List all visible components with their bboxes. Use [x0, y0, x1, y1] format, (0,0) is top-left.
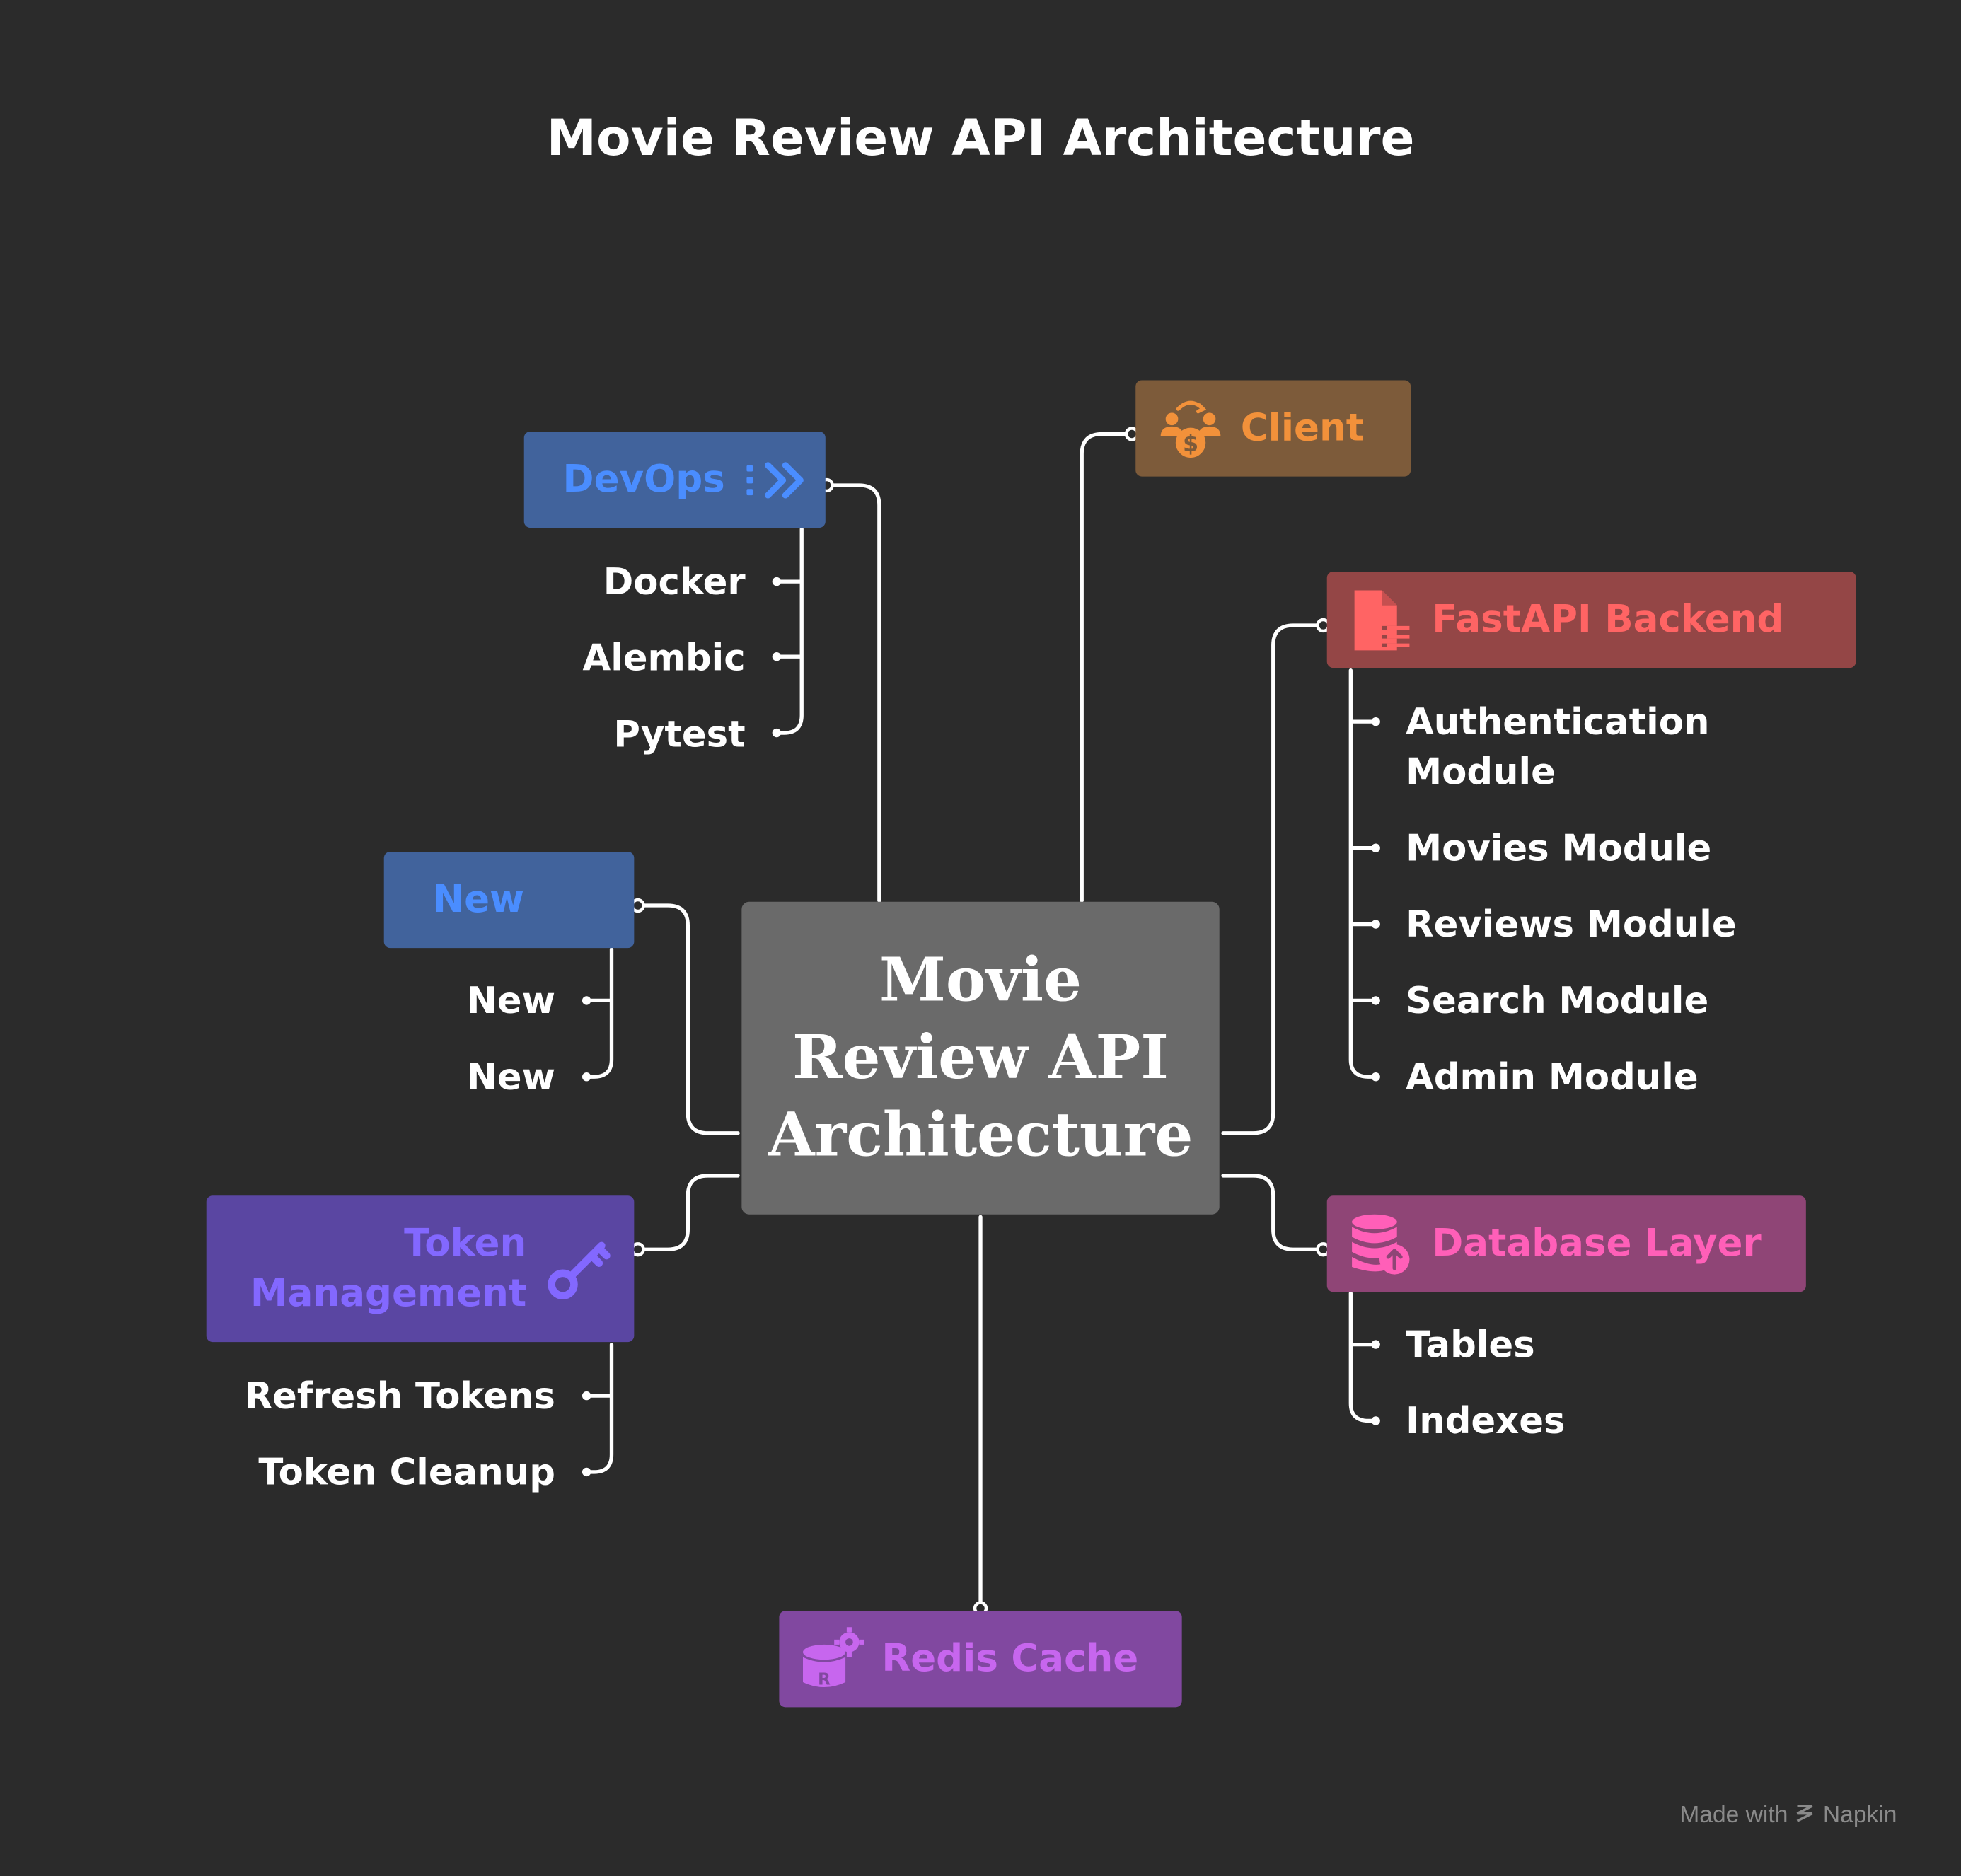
- central-line-2: Review API: [792, 1023, 1169, 1094]
- fastapi-node: FastAPI Backend: [1326, 571, 1856, 668]
- token-child-cleanup: Token Cleanup: [258, 1450, 555, 1493]
- connector-new-children: [584, 947, 614, 1079]
- new-child-2: New: [466, 1055, 555, 1099]
- connector-fastapi: [1221, 623, 1326, 1135]
- svg-text:R: R: [818, 1670, 831, 1689]
- fastapi-child-authentication: Authentication Module: [1406, 700, 1710, 793]
- connector-token: [635, 1174, 740, 1251]
- token-child-refresh: Refresh Tokens: [244, 1374, 555, 1418]
- client-node: $ Client: [1135, 380, 1411, 477]
- connector-token-children: [584, 1342, 614, 1474]
- database-upload-icon: [1350, 1211, 1412, 1276]
- fastapi-child-reviews: Reviews Module: [1406, 903, 1737, 946]
- database-child-indexes: Indexes: [1406, 1399, 1566, 1442]
- fastapi-child-search: Search Module: [1406, 979, 1709, 1022]
- database-label: Database Layer: [1432, 1221, 1762, 1266]
- new-label: New: [432, 877, 525, 922]
- connector-devops-children: [775, 527, 804, 735]
- svg-text:$: $: [1183, 429, 1198, 456]
- new-child-1: New: [466, 979, 555, 1022]
- database-child-tables: Tables: [1406, 1323, 1535, 1366]
- devops-child-pytest: Pytest: [613, 712, 746, 755]
- fastapi-child-movies: Movies Module: [1406, 826, 1712, 869]
- central-node: Movie Review API Architecture: [741, 901, 1220, 1215]
- devops-child-alembic: Alembic: [582, 636, 746, 680]
- client-label: Client: [1240, 405, 1365, 450]
- database-node: Database Layer: [1326, 1195, 1806, 1292]
- central-line-1: Movie: [879, 945, 1082, 1016]
- napkin-logo-icon: [1794, 1801, 1817, 1831]
- connector-client: [1080, 432, 1134, 903]
- token-node: Token Management: [206, 1195, 635, 1343]
- made-with-credit: Made with Napkin: [1679, 1801, 1897, 1831]
- token-label-line1: Token: [404, 1221, 527, 1266]
- fastapi-child-admin: Admin Module: [1406, 1055, 1699, 1099]
- connector-fastapi-children: [1348, 668, 1378, 1079]
- devops-child-docker: Docker: [603, 560, 746, 603]
- document-icon: [1350, 587, 1412, 652]
- connector-database: [1221, 1174, 1326, 1251]
- diagram-title: Movie Review API Architecture: [546, 110, 1415, 168]
- credit-text: Made with: [1679, 1802, 1788, 1829]
- central-line-3: Architecture: [768, 1100, 1193, 1171]
- connector-database-children: [1348, 1291, 1378, 1423]
- connector-new: [635, 903, 740, 1135]
- new-node: New: [383, 852, 635, 949]
- key-icon: [544, 1235, 611, 1302]
- client-money-icon: $: [1158, 396, 1223, 461]
- devops-node: DevOps: [523, 431, 826, 528]
- redis-database-icon: R: [799, 1626, 864, 1691]
- redis-label: Redis Cache: [881, 1636, 1139, 1681]
- double-chevron-icon: [742, 458, 807, 501]
- connector-devops: [824, 483, 881, 903]
- credit-brand: Napkin: [1822, 1802, 1897, 1829]
- token-label: Token Management: [231, 1219, 526, 1319]
- fastapi-label: FastAPI Backend: [1432, 597, 1784, 642]
- redis-node: R Redis Cache: [779, 1611, 1182, 1708]
- token-label-line2: Management: [250, 1271, 527, 1316]
- devops-label: DevOps: [562, 457, 725, 502]
